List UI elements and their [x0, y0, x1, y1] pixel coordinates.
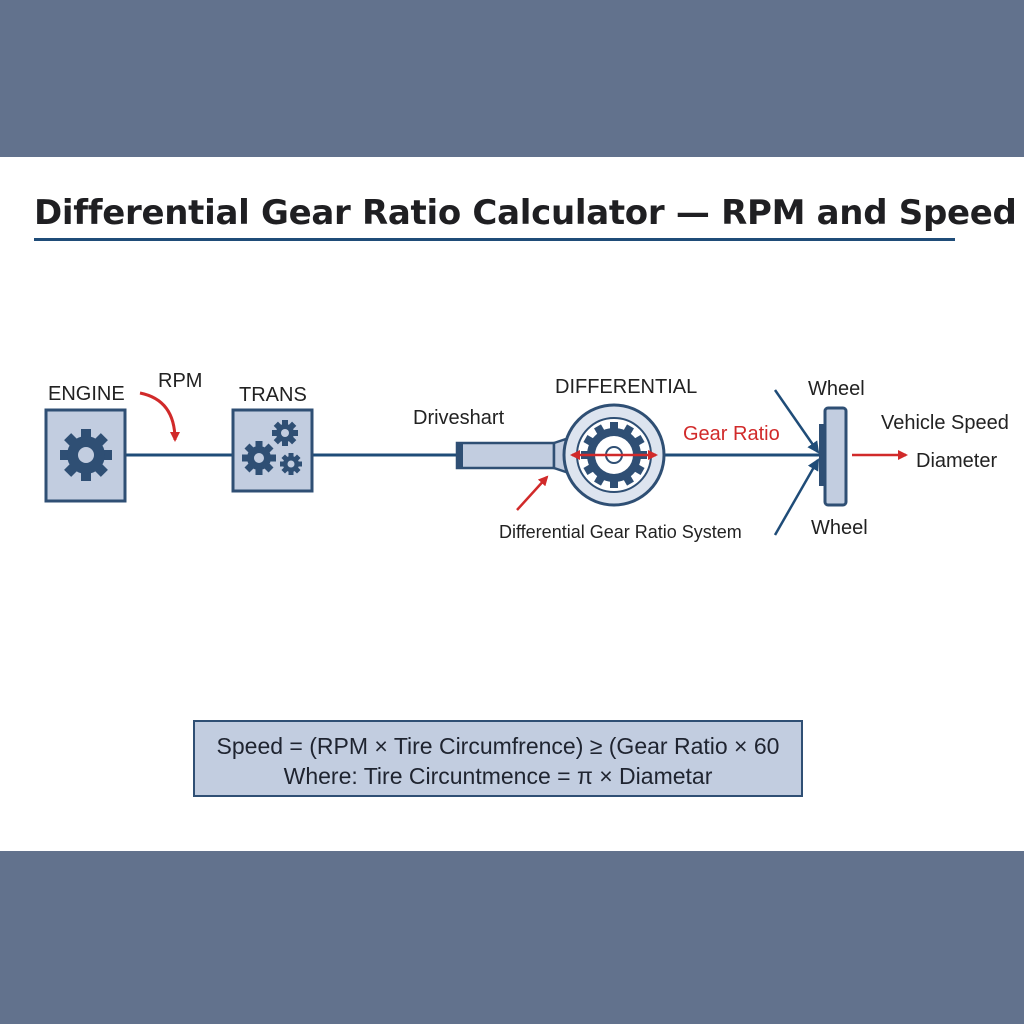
engine-box	[44, 408, 127, 503]
bottom-band	[0, 851, 1024, 1024]
differential-label: DIFFERENTIAL	[555, 376, 698, 398]
title-underline	[34, 238, 955, 241]
system-arrow	[516, 475, 549, 511]
vehicle-speed-label: Vehicle Speed	[881, 412, 1009, 434]
wheel-top-arrow	[773, 389, 820, 454]
formula-box: Speed = (RPM × Tire Circumfrence) ≥ (Gea…	[193, 720, 803, 797]
gear-icon	[60, 429, 112, 481]
engine-label: ENGINE	[48, 383, 125, 405]
differential-housing	[562, 403, 666, 507]
diameter-label: Diameter	[916, 450, 998, 472]
wheel-bottom-arrow	[773, 458, 820, 536]
gears-icon	[242, 420, 302, 475]
gear-ratio-label: Gear Ratio	[683, 423, 780, 445]
formula-line-2: Where: Tire Circuntmence = π × Diametar	[283, 763, 713, 789]
driveshaft	[455, 435, 574, 476]
driveshaft-label: Driveshart	[413, 407, 505, 429]
page-title: Differential Gear Ratio Calculator — RPM…	[34, 193, 1017, 233]
formula-line-1: Speed = (RPM × Tire Circumfrence) ≥ (Gea…	[216, 733, 780, 759]
wheel-icon	[819, 406, 848, 507]
top-band	[0, 0, 1024, 157]
trans-label: TRANS	[239, 384, 307, 406]
wheel-bottom-label: Wheel	[811, 517, 868, 539]
wheel-top-label: Wheel	[808, 378, 865, 400]
trans-box	[231, 408, 314, 493]
rpm-label: RPM	[158, 370, 203, 392]
rpm-arrow	[139, 391, 180, 442]
system-label: Differential Gear Ratio System	[499, 522, 742, 542]
